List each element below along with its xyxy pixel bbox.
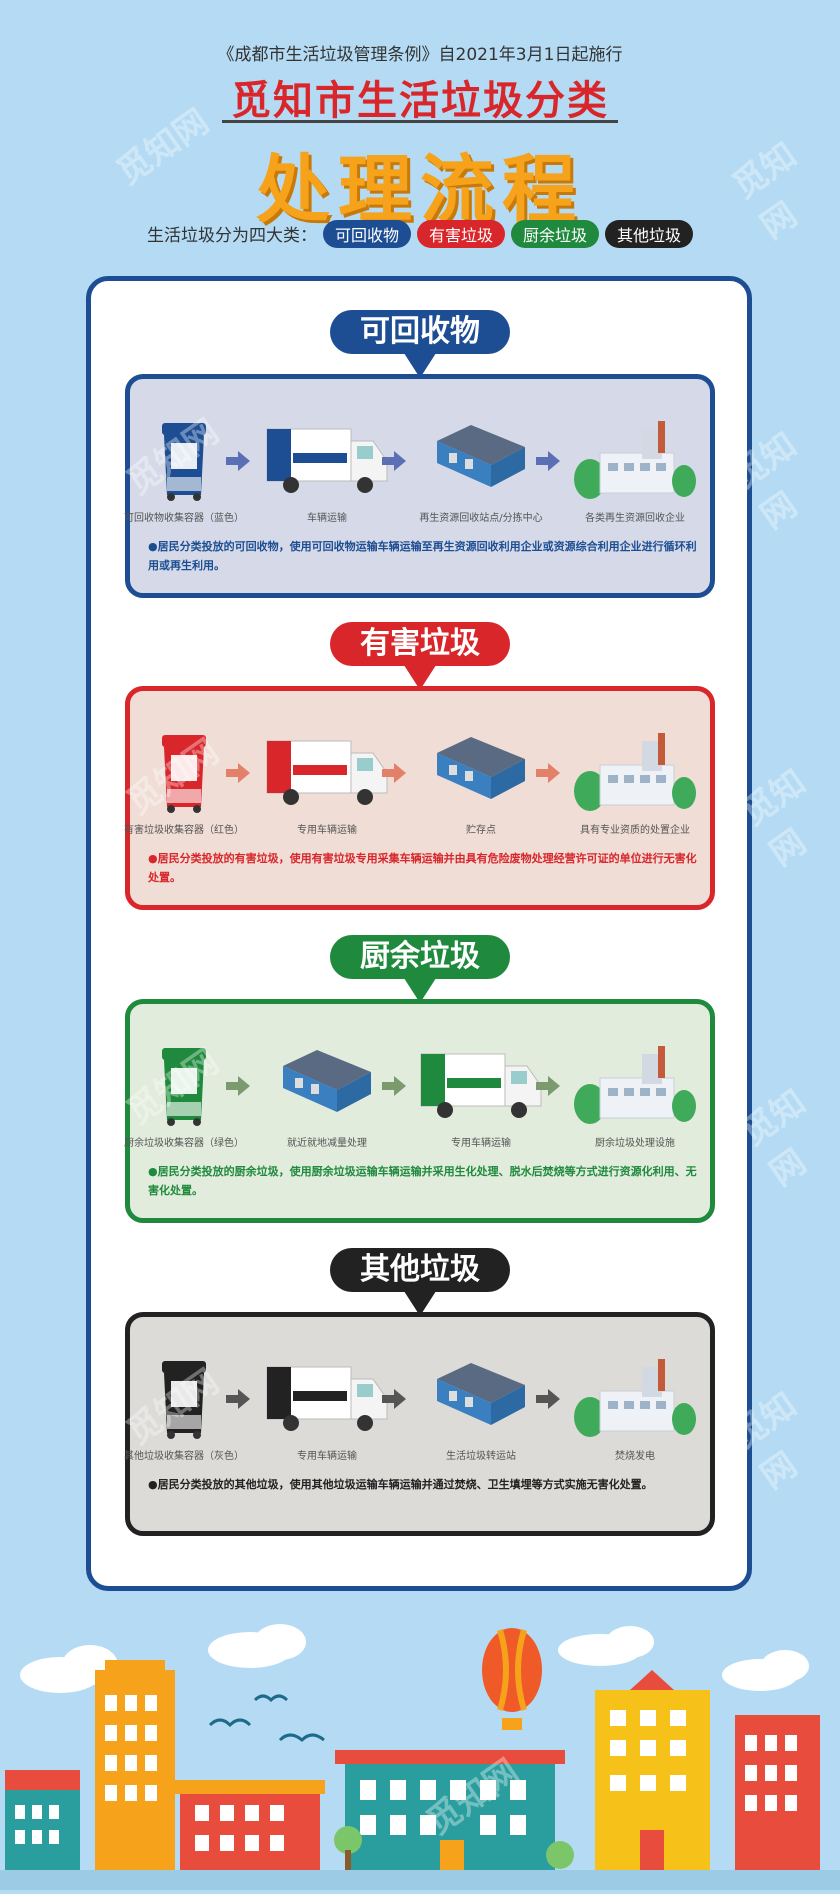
pointer-arrow-icon: [402, 975, 438, 1003]
depot-icon: [406, 1357, 556, 1443]
process-step: 专用车辆运输: [406, 1044, 556, 1149]
process-step: 具有专业资质的处置企业: [560, 731, 710, 836]
process-step: 可回收物收集容器（蓝色）: [124, 419, 244, 524]
process-step: 厨余垃圾处理设施: [560, 1044, 710, 1149]
process-steps: 有害垃圾收集容器（红色） 专用车辆运输 贮存点 具有专业资质的处置企业: [124, 731, 710, 841]
process-step: 焚烧发电: [560, 1357, 710, 1462]
pointer-arrow-icon: [402, 662, 438, 690]
step-label: 有害垃圾收集容器（红色）: [124, 825, 244, 836]
tag-recyclable: 可回收物: [322, 220, 411, 248]
process-step: 就近就地减量处理: [252, 1044, 402, 1149]
step-label: 厨余垃圾处理设施: [595, 1138, 675, 1149]
bin-icon: [124, 1044, 244, 1130]
truck-icon: [406, 1044, 556, 1130]
process-box-kitchen: 厨余垃圾收集容器（绿色） 就近就地减量处理 专用车辆运输 厨余垃圾处理设施 ●居民分类投…: [124, 999, 715, 1223]
truck-icon: [252, 1357, 402, 1443]
process-steps: 可回收物收集容器（蓝色） 车辆运输 再生资源回收站点/分拣中心 各类再生资源回收企业: [124, 419, 710, 529]
tag-hazardous: 有害垃圾: [416, 220, 505, 248]
section-title-other: 其他垃圾: [330, 1248, 510, 1292]
process-box-hazardous: 有害垃圾收集容器（红色） 专用车辆运输 贮存点 具有专业资质的处置企业 ●居民分类投放的…: [124, 686, 715, 910]
step-label: 再生资源回收站点/分拣中心: [419, 513, 543, 524]
section-title-hazardous: 有害垃圾: [330, 622, 510, 666]
step-label: 厨余垃圾收集容器（绿色）: [124, 1138, 244, 1149]
step-label: 专用车辆运输: [451, 1138, 511, 1149]
process-box-other: 其他垃圾收集容器（灰色） 专用车辆运输 生活垃圾转运站 焚烧发电 ●居民分类投放的其他垃…: [124, 1312, 715, 1536]
depot-icon: [406, 731, 556, 817]
step-label: 其他垃圾收集容器（灰色）: [124, 1451, 244, 1462]
bin-icon: [124, 1357, 244, 1443]
step-label: 具有专业资质的处置企业: [580, 825, 690, 836]
section-description: ●居民分类投放的其他垃圾，使用其他垃圾运输车辆运输并通过焚烧、卫生填埋等方式实施…: [148, 1478, 653, 1491]
city-skyline: [0, 1600, 840, 1890]
tag-kitchen: 厨余垃圾: [511, 220, 600, 248]
process-step: 生活垃圾转运站: [406, 1357, 556, 1462]
page-title: 觅知市生活垃圾分类: [231, 78, 609, 124]
category-intro: 生活垃圾分为四大类：可回收物有害垃圾厨余垃圾其他垃圾: [0, 220, 840, 248]
truck-icon: [252, 731, 402, 817]
step-label: 可回收物收集容器（蓝色）: [124, 513, 244, 524]
step-label: 专用车辆运输: [297, 1451, 357, 1462]
step-label: 各类再生资源回收企业: [585, 513, 685, 524]
process-step: 专用车辆运输: [252, 1357, 402, 1462]
page-title-main: 处理流程: [256, 147, 584, 233]
depot-icon: [406, 419, 556, 505]
process-step: 各类再生资源回收企业: [560, 419, 710, 524]
process-step: 有害垃圾收集容器（红色）: [124, 731, 244, 836]
facility-icon: [560, 731, 710, 817]
intro-text: 生活垃圾分为四大类：: [146, 226, 317, 246]
process-box-recyclable: 可回收物收集容器（蓝色） 车辆运输 再生资源回收站点/分拣中心 各类再生资源回收企业 ●…: [124, 374, 715, 598]
section-description: ●居民分类投放的可回收物，使用可回收物运输车辆运输至再生资源回收利用企业或资源综…: [148, 540, 697, 572]
page-subtitle: 《成都市生活垃圾管理条例》自2021年3月1日起施行: [217, 45, 623, 65]
section-description: ●居民分类投放的有害垃圾，使用有害垃圾专用采集车辆运输并由具有危险废物处理经营许…: [148, 852, 697, 884]
facility-icon: [560, 419, 710, 505]
step-label: 专用车辆运输: [297, 825, 357, 836]
process-steps: 其他垃圾收集容器（灰色） 专用车辆运输 生活垃圾转运站 焚烧发电: [124, 1357, 710, 1467]
section-title-recyclable: 可回收物: [330, 310, 510, 354]
process-step: 车辆运输: [252, 419, 402, 524]
process-step: 贮存点: [406, 731, 556, 836]
pointer-arrow-icon: [402, 350, 438, 378]
step-label: 就近就地减量处理: [287, 1138, 367, 1149]
bin-icon: [124, 731, 244, 817]
section-description: ●居民分类投放的厨余垃圾，使用厨余垃圾运输车辆运输并采用生化处理、脱水后焚烧等方…: [148, 1165, 697, 1197]
pointer-arrow-icon: [402, 1288, 438, 1316]
process-steps: 厨余垃圾收集容器（绿色） 就近就地减量处理 专用车辆运输 厨余垃圾处理设施: [124, 1044, 710, 1154]
tag-other: 其他垃圾: [605, 220, 694, 248]
process-step: 专用车辆运输: [252, 731, 402, 836]
step-label: 贮存点: [466, 825, 496, 836]
truck-icon: [252, 419, 402, 505]
step-label: 焚烧发电: [615, 1451, 655, 1462]
step-label: 生活垃圾转运站: [446, 1451, 516, 1462]
process-step: 再生资源回收站点/分拣中心: [406, 419, 556, 524]
step-label: 车辆运输: [307, 513, 347, 524]
city-illustration: [0, 1624, 840, 1890]
title-underline: [222, 120, 618, 123]
section-title-kitchen: 厨余垃圾: [330, 935, 510, 979]
facility-icon: [560, 1357, 710, 1443]
process-step: 其他垃圾收集容器（灰色）: [124, 1357, 244, 1462]
depot-icon: [252, 1044, 402, 1130]
bin-icon: [124, 419, 244, 505]
process-step: 厨余垃圾收集容器（绿色）: [124, 1044, 244, 1149]
facility-icon: [560, 1044, 710, 1130]
